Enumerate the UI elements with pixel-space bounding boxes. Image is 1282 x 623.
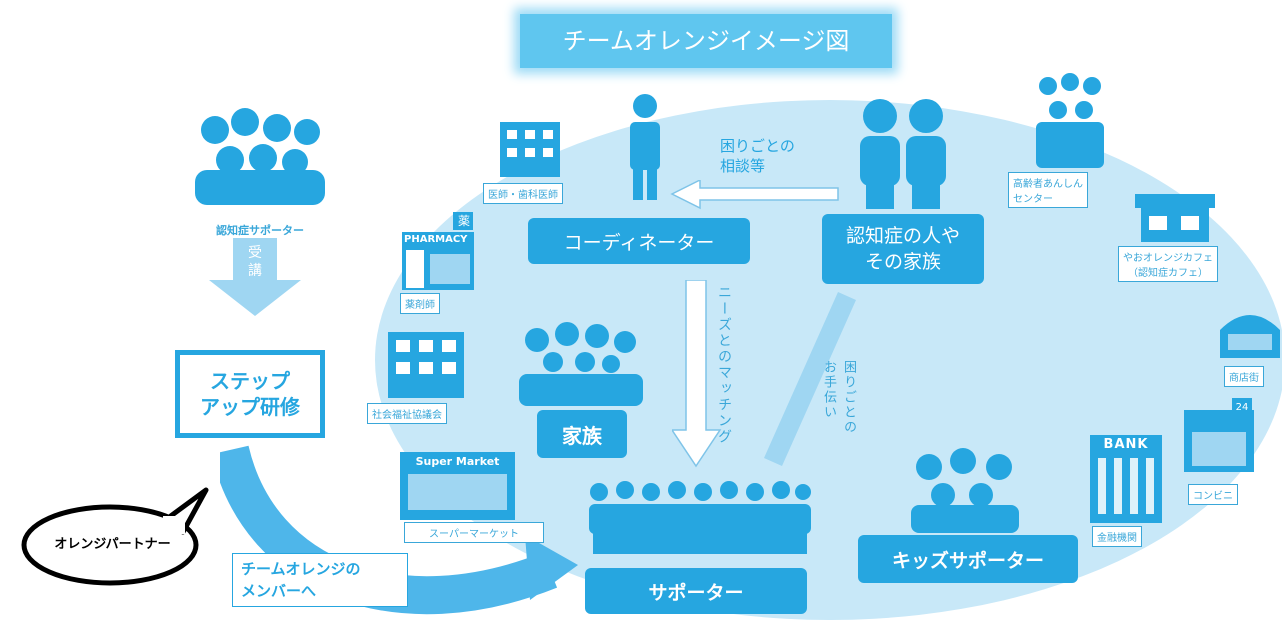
- diagram-title: チームオレンジイメージ図: [520, 14, 892, 68]
- bubble-label: オレンジパートナー: [54, 537, 171, 552]
- shopping-label: 商店街: [1224, 366, 1264, 387]
- kids-box: キッズサポーター: [858, 535, 1078, 583]
- pharmacy-sign: PHARMACY: [404, 234, 468, 245]
- shopping-street-icon: [1220, 315, 1280, 358]
- pharmacy-label: 薬剤師: [400, 293, 440, 314]
- social-welfare-label: 社会福祉協議会: [367, 403, 447, 424]
- help-label: 困りごとのお手伝い: [821, 360, 856, 435]
- supermarket-icon: Super Market: [400, 452, 515, 520]
- pharmacy-kanji: 薬: [458, 214, 471, 228]
- cafe-label: やおオレンジカフェ （認知症カフェ）: [1118, 246, 1218, 282]
- clinic-icon: [500, 122, 560, 177]
- family-group-icon: [519, 322, 643, 406]
- elder-center-label: 高齢者あんしん センター: [1008, 172, 1088, 208]
- member-box: チームオレンジの メンバーへ: [232, 553, 408, 607]
- family-box: 家族: [537, 410, 627, 458]
- consult-arrow: [670, 180, 839, 210]
- supporter-box: サポーター: [585, 568, 807, 614]
- matching-arrow: [672, 280, 722, 468]
- consult-label: 困りごとの 相談等: [720, 137, 795, 175]
- conveni-label: コンビニ: [1188, 484, 1238, 505]
- doctor-label: 医師・歯科医師: [483, 183, 563, 204]
- speech-bubble: [21, 487, 209, 586]
- help-bar: [764, 292, 856, 466]
- conveni-sign: 24: [1232, 398, 1252, 418]
- down-arrow: [209, 238, 301, 316]
- crowd-icon: [195, 108, 325, 205]
- supermarket-label: スーパーマーケット: [404, 522, 544, 543]
- bank-icon: BANK: [1090, 435, 1162, 523]
- elderly-couple-icon: [860, 99, 946, 209]
- cafe-icon: [1135, 194, 1215, 242]
- bank-sign: BANK: [1103, 437, 1149, 452]
- stepup-box: ステップ アップ研修: [175, 350, 325, 438]
- coordinator-person-icon: [630, 94, 660, 200]
- coordinator-box: コーディネーター: [528, 218, 750, 264]
- pharmacy-icon: [402, 212, 474, 290]
- elder-center-icon: [1036, 73, 1104, 168]
- attend-label: 受講: [248, 245, 262, 279]
- stepup-label: ステップ アップ研修: [200, 369, 300, 419]
- social-welfare-icon: [388, 332, 464, 398]
- supporters-group-icon: [589, 481, 811, 554]
- conveni-icon: 24: [1184, 398, 1254, 472]
- supporter-label: 認知症サポーター: [216, 224, 304, 237]
- supermarket-sign: Super Market: [415, 455, 500, 468]
- kids-group-icon: [911, 448, 1019, 533]
- matching-label: ニーズとのマッチング: [716, 285, 732, 445]
- bank-label: 金融機関: [1092, 526, 1142, 547]
- person-family-box: 認知症の人や その家族: [822, 214, 984, 284]
